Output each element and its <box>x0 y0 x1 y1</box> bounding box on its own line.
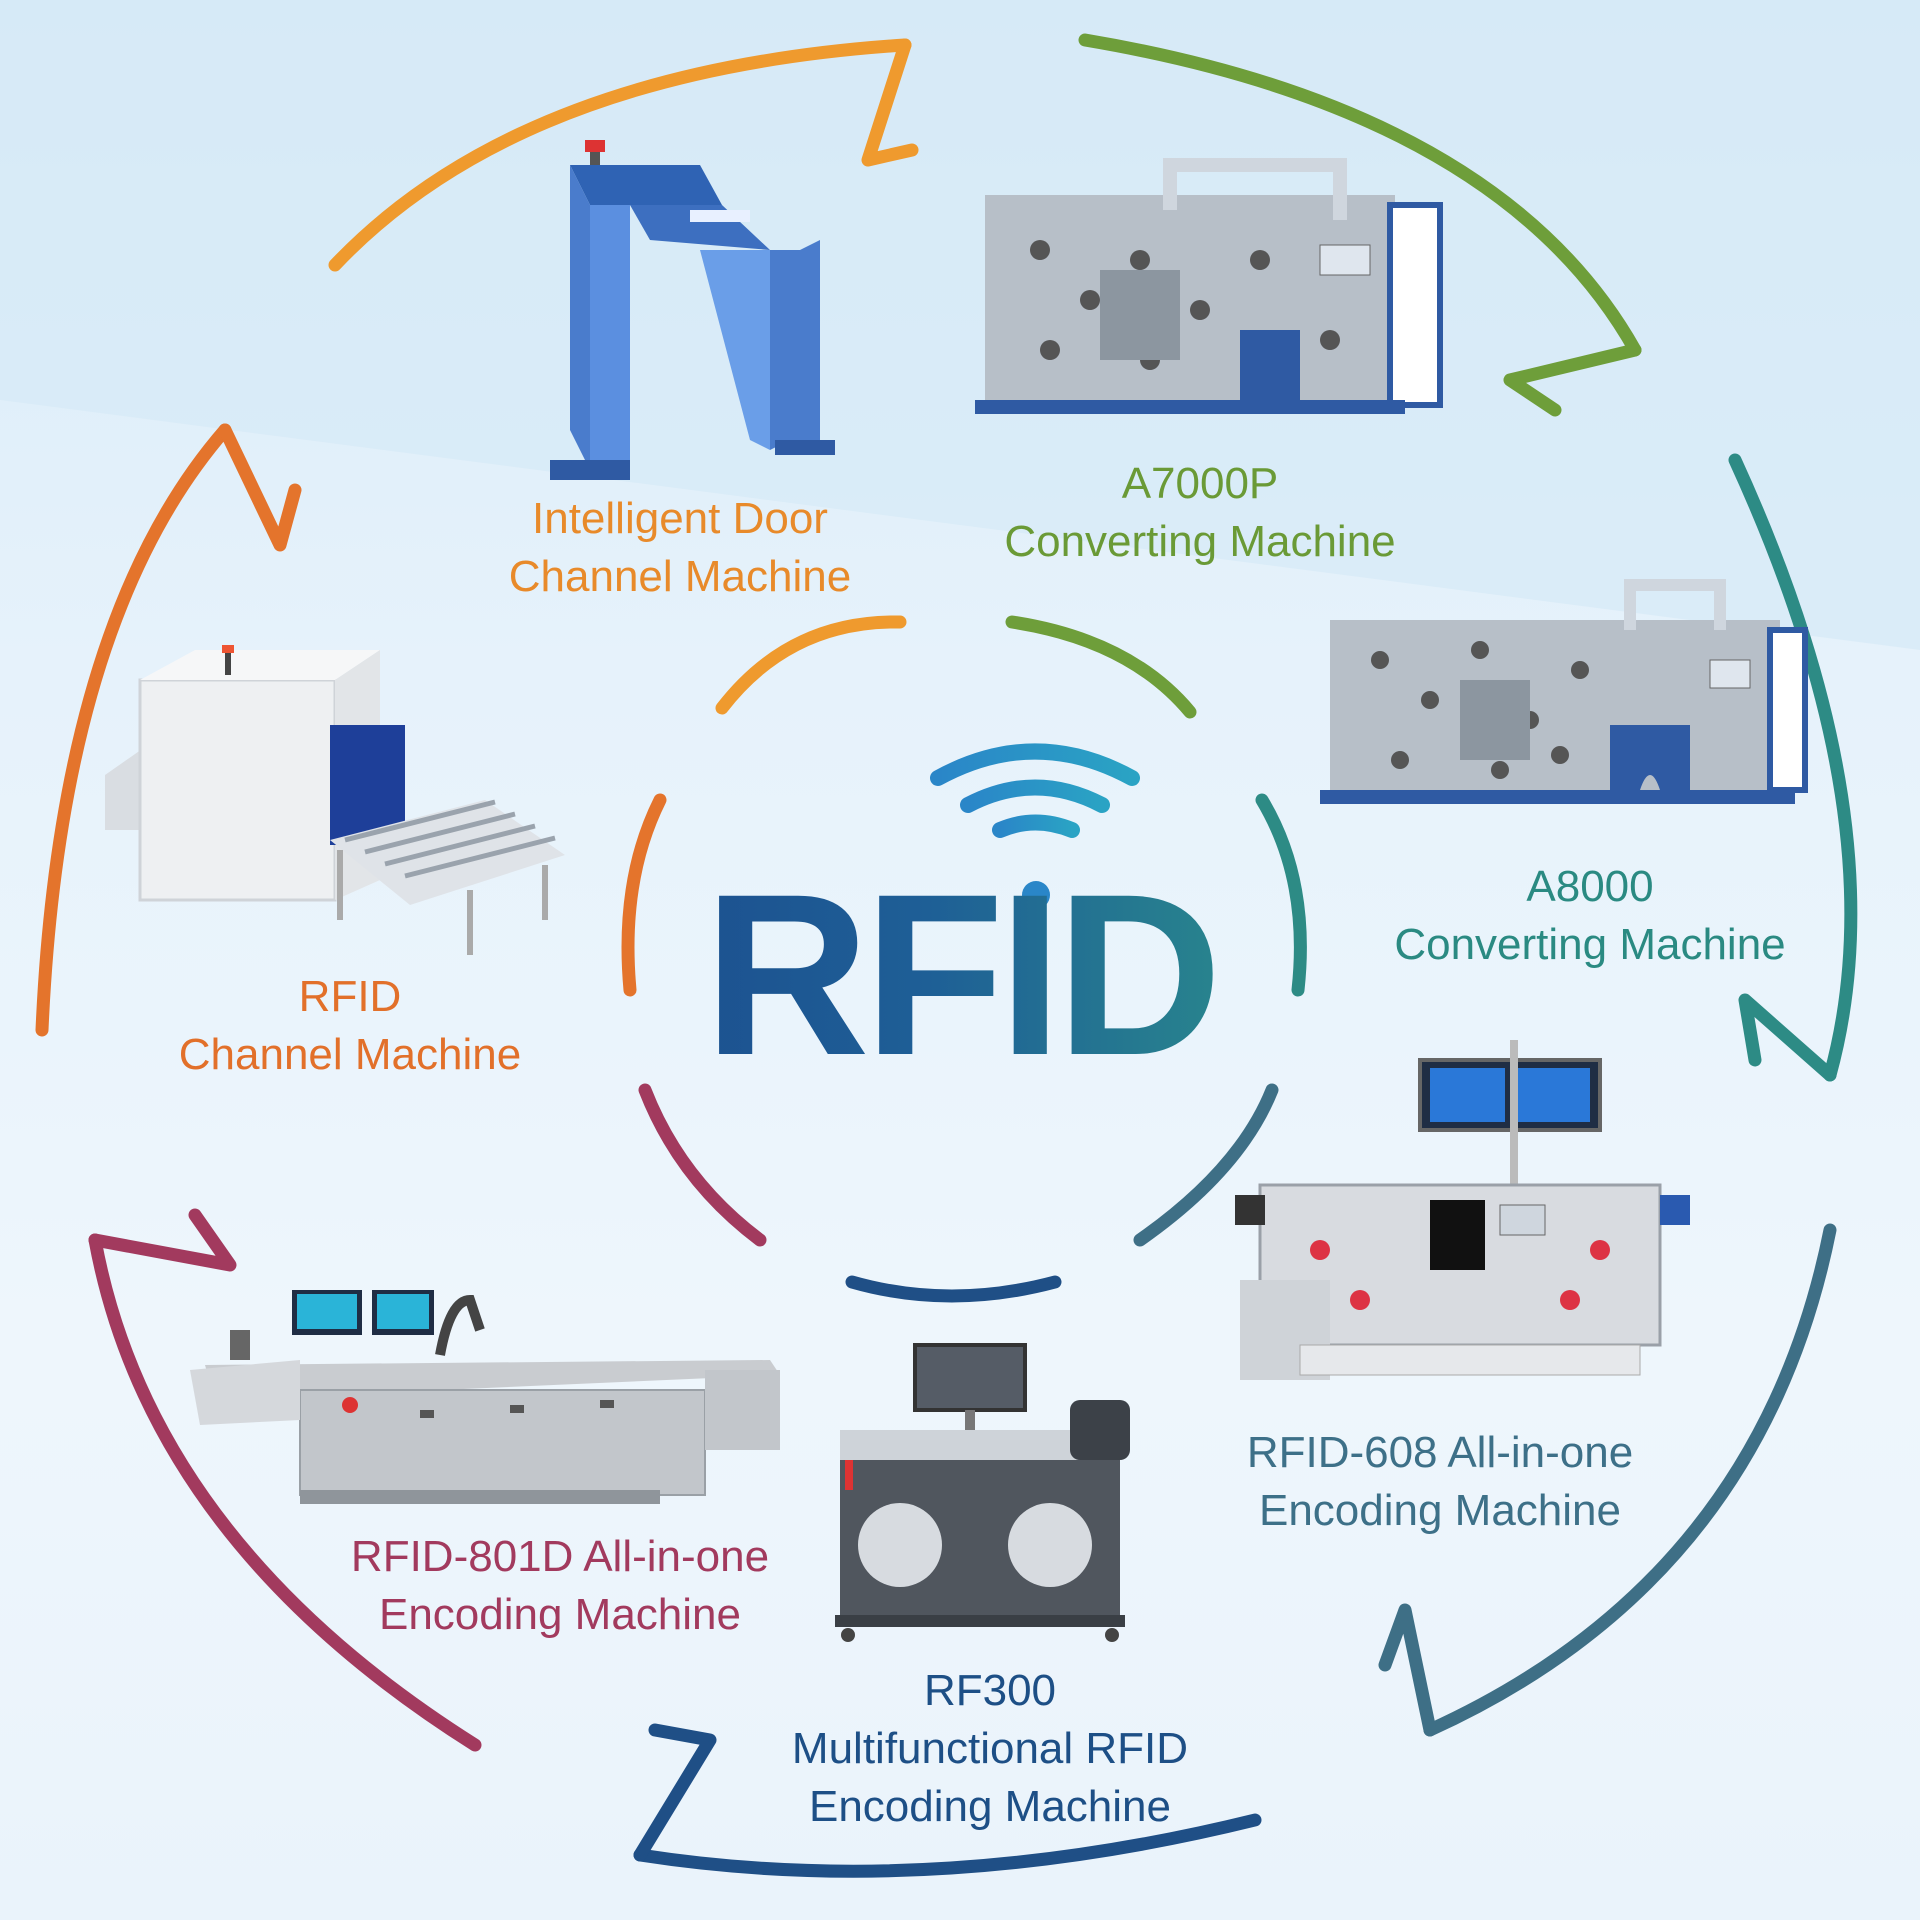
label-rf300-line1: RF300 <box>923 1666 1057 1715</box>
label-a7000p-line1: A7000P <box>1121 459 1279 508</box>
label-rf300: RF300 Multifunctional RFID Encoding Mach… <box>740 1662 1240 1836</box>
label-rfid801d: RFID-801D All-in-one Encoding Machine <box>300 1528 820 1644</box>
label-a7000p: A7000P Converting Machine <box>960 455 1440 571</box>
label-intelligent-door-line1: Intelligent Door <box>532 494 828 543</box>
arrow-door-to-a7000p <box>328 38 919 272</box>
arrow-channel-to-door <box>35 423 302 1037</box>
label-a8000-line1: A8000 <box>1526 862 1654 911</box>
label-a7000p-line2: Converting Machine <box>1004 517 1396 566</box>
rfid-channel-machine-image <box>105 645 565 955</box>
label-rfid801d-line1: RFID-801D All-in-one <box>350 1532 770 1581</box>
arrow-rfid608-to-rf300 <box>1378 1223 1837 1737</box>
label-intelligent-door-line2: Channel Machine <box>508 552 852 601</box>
rf300-encoding-machine-image <box>835 1343 1130 1642</box>
label-rfid608: RFID-608 All-in-one Encoding Machine <box>1190 1424 1690 1540</box>
label-rfid-channel: RFID Channel Machine <box>150 968 550 1084</box>
label-rfid-channel-line2: Channel Machine <box>178 1030 522 1079</box>
intelligent-door-machine-image <box>550 140 835 480</box>
a8000-converting-machine-image <box>1320 579 1808 804</box>
label-a8000-line2: Converting Machine <box>1394 920 1786 969</box>
arrow-rf300-to-rfid801d <box>633 1723 1262 1878</box>
arrow-a8000-to-rfid608 <box>1728 453 1858 1082</box>
rfid-801d-encoding-machine-image <box>190 1290 780 1504</box>
a7000p-converting-machine-image <box>975 158 1443 414</box>
label-rf300-line3: Encoding Machine <box>808 1782 1171 1831</box>
label-rfid608-line2: Encoding Machine <box>1258 1486 1621 1535</box>
label-rfid-channel-line1: RFID <box>298 972 402 1021</box>
inner-ring <box>621 615 1307 1303</box>
label-intelligent-door: Intelligent Door Channel Machine <box>470 490 890 606</box>
label-rfid801d-line2: Encoding Machine <box>378 1590 741 1639</box>
arrow-rfid801d-to-channel <box>88 1208 482 1752</box>
rfid-logo: RFID <box>640 860 1280 1090</box>
arrow-a7000p-to-a8000 <box>1078 33 1642 417</box>
label-a8000: A8000 Converting Machine <box>1350 858 1830 974</box>
label-rfid608-line1: RFID-608 All-in-one <box>1246 1428 1634 1477</box>
wifi-signal-icon <box>930 743 1140 909</box>
label-rf300-line2: Multifunctional RFID <box>791 1724 1189 1773</box>
rfid-608-encoding-machine-image <box>1235 1040 1690 1380</box>
